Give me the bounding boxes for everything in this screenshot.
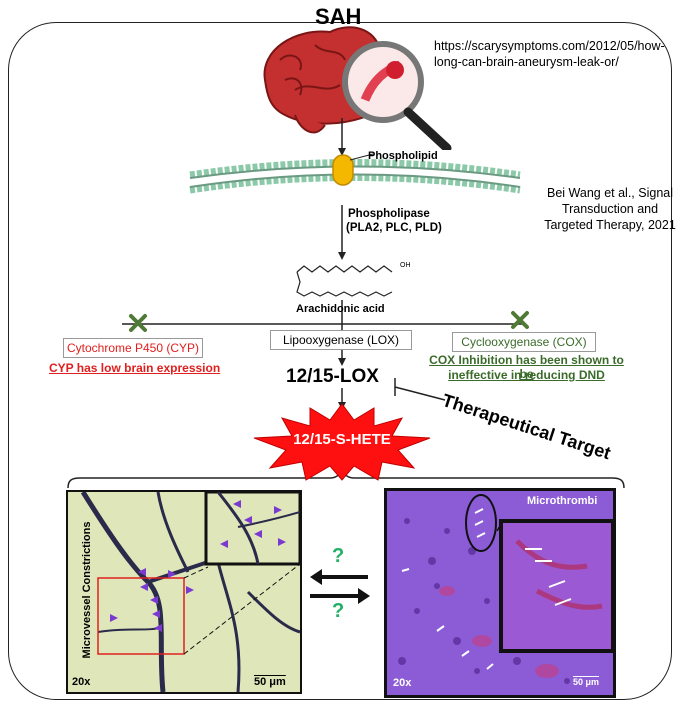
cox-note-2: ineffective in reducing DND: [448, 368, 605, 382]
hete-label: 12/15-S-HETE: [293, 431, 391, 448]
right-scale-bar: 50 μm: [573, 677, 600, 687]
microvessel-image: [80, 492, 300, 692]
left-scale-bar: 50 μm: [254, 676, 286, 688]
cox-box: Cyclooxygenase (COX): [452, 332, 596, 352]
microthrombi-title: Microthrombi: [527, 495, 598, 507]
question-mark-top: ?: [332, 545, 345, 567]
sah-title: SAH: [315, 4, 362, 29]
rounded-frame: [8, 22, 672, 700]
right-magnification: 20x: [393, 677, 412, 689]
source-url: https://scarysymptoms.com/2012/05/how-lo…: [434, 39, 665, 69]
aa-label: Arachidonic acid: [296, 303, 385, 315]
brain-illustration: [263, 26, 452, 150]
hete-burst: [253, 403, 431, 481]
microvessel-panel: Microvessel Constrictions 20x 50 μm: [66, 490, 302, 694]
phospholipid-label: Phospholipid: [368, 150, 438, 162]
citation: Bei Wang et al., Signal Transduction and…: [544, 186, 676, 232]
cox-note-1: COX Inhibition has been shown to be: [429, 353, 624, 381]
phospholipase-types: (PLA2, PLC, PLD): [346, 222, 442, 234]
membrane-bilayer: [189, 153, 521, 194]
lox-box: Lipooxygenase (LOX): [270, 330, 412, 350]
arachidonic-acid-structure: [296, 265, 393, 297]
lox-product: 12/15-LOX: [286, 366, 379, 387]
microthrombi-panel: Microthrombi 20x 50 μm: [384, 488, 616, 698]
cooh-label: OH: [400, 262, 411, 269]
cyp-box: Cytochrome P450 (CYP): [63, 338, 203, 358]
left-magnification: 20x: [72, 676, 91, 688]
microvessel-label: Microvessel Constrictions: [81, 521, 93, 659]
phospholipase-label: Phospholipase: [348, 208, 430, 220]
cyp-note: CYP has low brain expression: [49, 361, 221, 375]
microthrombi-image: [398, 494, 613, 684]
question-mark-bottom: ?: [332, 600, 345, 622]
